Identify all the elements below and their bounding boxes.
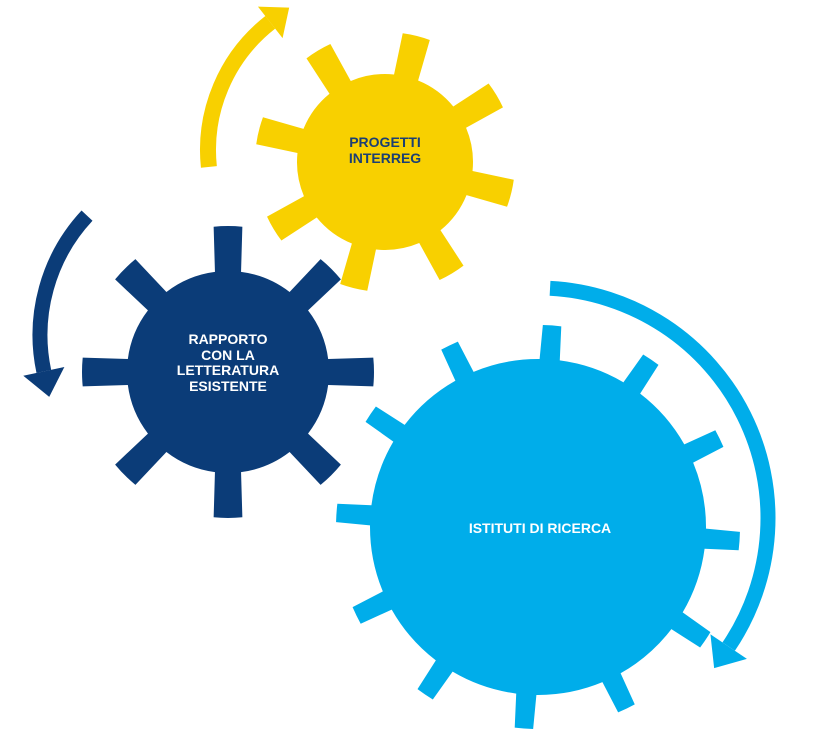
arrow-arc — [200, 16, 276, 168]
light-blue-curved-arrow — [549, 280, 776, 669]
yellow-curved-arrow — [200, 6, 290, 168]
arrow-head — [257, 6, 290, 39]
gear-label-rapporto-letteratura: RAPPORTO CON LA LETTERATURA ESISTENTE — [176, 331, 280, 395]
light-blue-gear — [336, 325, 740, 729]
arrow-arc — [549, 280, 776, 651]
gear-label-istituti-ricerca: ISTITUTI DI RICERCA — [468, 520, 612, 536]
navy-gear — [82, 226, 374, 518]
navy-curved-arrow — [23, 210, 93, 397]
arrow-head — [23, 367, 65, 397]
yellow-gear — [256, 33, 514, 291]
arrow-head — [710, 634, 747, 669]
arrow-arc — [32, 210, 93, 373]
gear-label-progetti-interreg: PROGETTI INTERREG — [348, 134, 422, 166]
